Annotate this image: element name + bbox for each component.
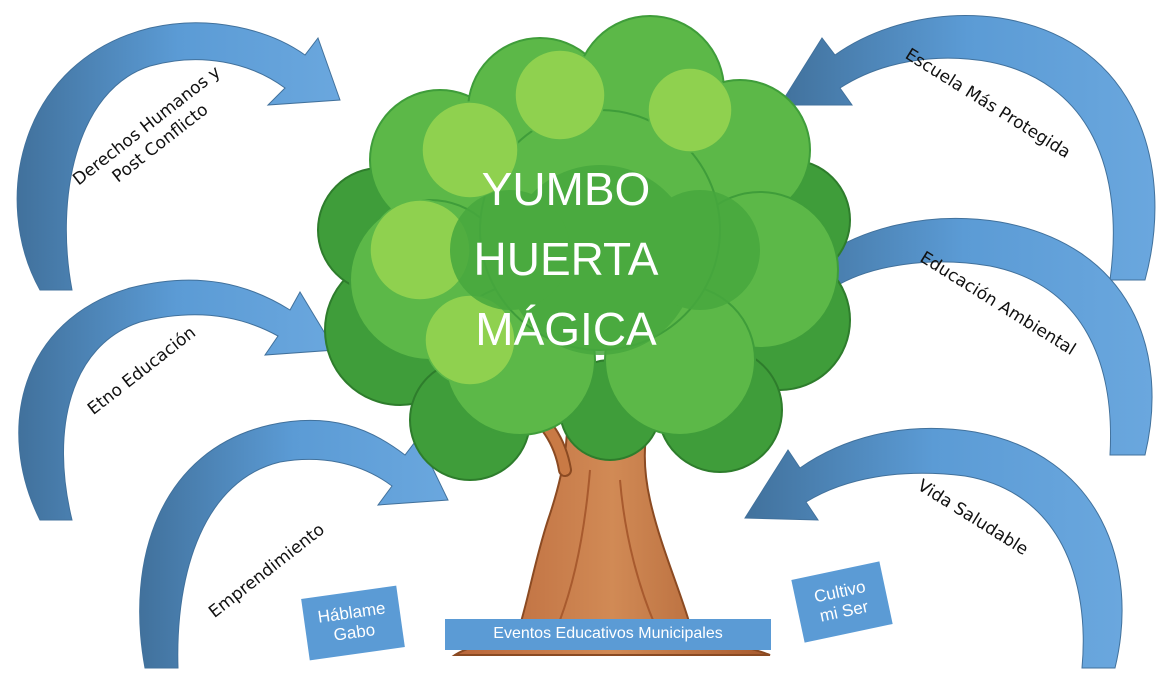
box-eventos-label: Eventos Educativos Municipales <box>493 625 723 643</box>
arrow-etno <box>18 279 336 521</box>
center-title: YUMBO HUERTA MÁGICA <box>474 163 659 355</box>
arrow-vida <box>744 427 1123 669</box>
title-line-2: HUERTA <box>474 233 659 285</box>
box-hablame-gabo: Háblame Gabo <box>301 585 405 661</box>
box-hablame-line-2: Gabo <box>332 620 377 645</box>
title-line-1: YUMBO <box>482 163 651 215</box>
arrow-derechos <box>16 22 341 291</box>
box-eventos-educativos: Eventos Educativos Municipales <box>445 619 771 650</box>
tree-foliage <box>317 15 851 481</box>
title-line-3: MÁGICA <box>475 303 657 355</box>
arrow-escuela <box>779 15 1156 281</box>
